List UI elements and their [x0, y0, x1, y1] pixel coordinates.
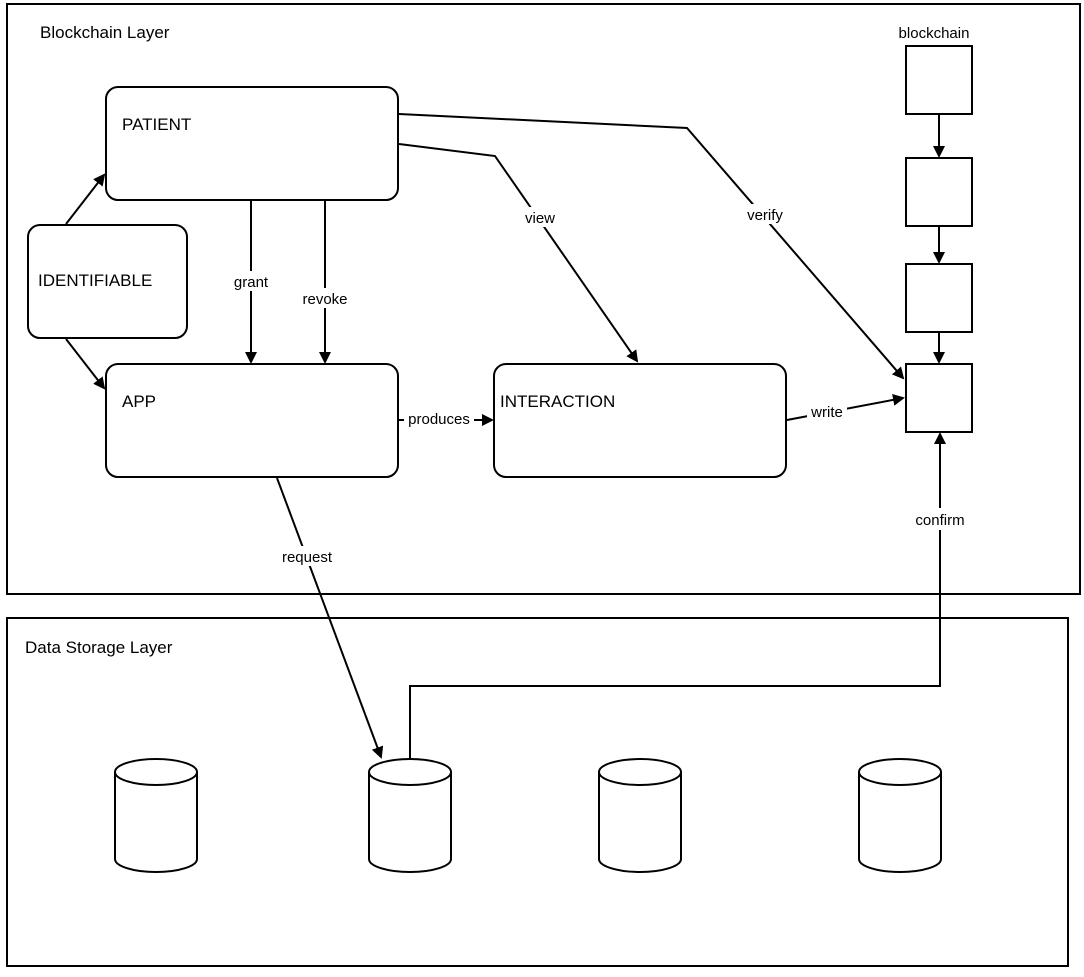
app-label: APP — [122, 392, 156, 411]
block-2 — [905, 157, 973, 227]
confirm-label-bg — [911, 508, 969, 530]
view-label: view — [525, 210, 555, 227]
view-arrow — [398, 143, 639, 363]
blockchain-layer-frame — [6, 3, 1081, 595]
database-2-icon — [368, 758, 452, 873]
grant-label-bg — [230, 271, 272, 291]
revoke-label-bg — [298, 288, 352, 308]
interaction-label: INTERACTION — [500, 392, 615, 411]
storage-layer-frame — [6, 617, 1069, 967]
block-3 — [905, 263, 973, 333]
write-label: write — [810, 404, 843, 421]
interaction-node: INTERACTION — [493, 363, 787, 478]
request-arrow — [276, 477, 384, 759]
produces-label: produces — [408, 411, 470, 428]
blockchain-label: blockchain — [899, 25, 970, 42]
request-label: request — [282, 549, 333, 566]
blockchain-layer-title: Blockchain Layer — [40, 23, 170, 42]
revoke-label: revoke — [302, 291, 347, 308]
storage-layer-title: Data Storage Layer — [25, 638, 173, 657]
block-1 — [905, 45, 973, 115]
request-label-bg — [278, 546, 336, 566]
view-label-bg — [521, 207, 559, 227]
identifiable-node: IDENTIFIABLE — [27, 224, 188, 339]
identifiable-to-app-arrow — [65, 338, 106, 390]
write-label-bg — [807, 401, 847, 421]
app-node: APP — [105, 363, 399, 478]
verify-label-bg — [742, 204, 788, 224]
verify-arrow — [398, 113, 905, 380]
grant-label: grant — [234, 274, 269, 291]
database-3-icon — [598, 758, 682, 873]
produces-label-bg — [404, 409, 474, 429]
confirm-arrow — [409, 432, 946, 760]
database-4-icon — [858, 758, 942, 873]
patient-node: PATIENT — [105, 86, 399, 201]
verify-label: verify — [747, 207, 783, 224]
confirm-label: confirm — [915, 512, 964, 529]
identifiable-label: IDENTIFIABLE — [38, 271, 152, 290]
identifiable-to-patient-arrow — [65, 173, 106, 225]
block-4 — [905, 363, 973, 433]
patient-label: PATIENT — [122, 115, 191, 134]
database-1-icon — [114, 758, 198, 873]
